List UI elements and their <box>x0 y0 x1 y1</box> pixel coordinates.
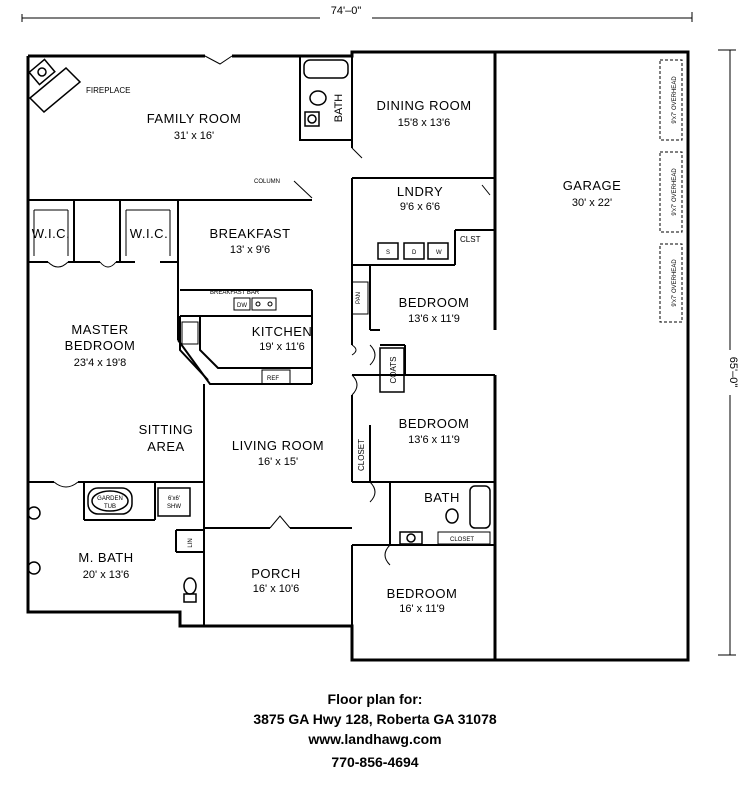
living-room-dim: 16' x 15' <box>258 456 298 468</box>
dw-label: DW <box>237 303 247 309</box>
garage-dim: 30' x 22' <box>572 197 612 209</box>
bathtub-icon <box>303 59 349 127</box>
kitchen-dim: 19' x 11'6 <box>259 341 305 353</box>
dining-title: DINING ROOM <box>376 98 471 113</box>
washer-label-d: D <box>412 250 417 256</box>
overall-depth-label: 65'–0" <box>727 357 739 388</box>
caption-line-1: Floor plan for: <box>327 691 423 707</box>
door-swings <box>47 55 491 566</box>
laundry-dim: 9'6 x 6'6 <box>400 201 440 213</box>
living-room-title: LIVING ROOM <box>232 438 324 453</box>
walls <box>26 50 690 662</box>
bath-2-title: BATH <box>424 490 460 505</box>
bath-2-fixtures <box>399 485 491 545</box>
master-bath-title: M. BATH <box>78 550 133 565</box>
wic-shelves <box>33 209 171 256</box>
bath-top-label: BATH <box>333 94 345 123</box>
breakfast-bar-label: BREAKFAST BAR <box>210 290 260 296</box>
wic-1-label: W.I.C. <box>32 226 70 241</box>
kitchen-title: KITCHEN <box>252 324 313 339</box>
sitting-title-1: SITTING <box>139 422 194 437</box>
pan-label: PAN <box>356 292 362 304</box>
bedroom-2-dim: 13'6 x 11'9 <box>408 434 460 446</box>
lin-label: LIN <box>188 538 194 547</box>
overall-width-label: 74'–0" <box>331 5 362 17</box>
caption-line-3: www.landhawg.com <box>308 731 442 747</box>
bedroom-3-dim: 16' x 11'9 <box>399 603 445 615</box>
closet-2-box <box>437 531 491 545</box>
bedroom-3-title: BEDROOM <box>387 586 458 601</box>
bedroom-1-dim: 13'6 x 11'9 <box>408 313 460 325</box>
master-title-2: BEDROOM <box>65 338 136 353</box>
closet-label: CLOSET <box>357 439 366 471</box>
porch-title: PORCH <box>251 566 300 581</box>
bedroom-2-title: BEDROOM <box>399 416 470 431</box>
caption-line-4: 770-856-4694 <box>331 754 419 770</box>
clst-label: CLST <box>460 235 481 244</box>
garage-doors <box>659 59 683 323</box>
column-label: COLUMN <box>254 179 280 185</box>
fireplace-label: FIREPLACE <box>86 86 130 95</box>
width-dimension-line <box>21 12 693 22</box>
shower-line2: SHW <box>167 504 181 510</box>
sitting-title-2: AREA <box>147 439 184 454</box>
shower-line1: 6'x6' <box>168 496 180 502</box>
master-bath-dim: 20' x 13'6 <box>83 569 129 581</box>
column-leader <box>293 180 313 199</box>
garden-tub-line1: GARDEN <box>97 496 123 502</box>
family-room-title: FAMILY ROOM <box>147 111 242 126</box>
porch-dim: 16' x 10'6 <box>253 583 299 595</box>
coats-closet <box>379 347 405 393</box>
breakfast-title: BREAKFAST <box>209 226 290 241</box>
laundry-title: LNDRY <box>397 184 443 199</box>
floor-plan: 74'–0" 65'–0" <box>21 5 739 662</box>
wic-2-label: W.I.C. <box>130 226 168 241</box>
washer-label-w: W <box>436 250 442 256</box>
fireplace-icon <box>28 58 82 114</box>
garage-title: GARAGE <box>563 178 622 193</box>
caption-line-2: 3875 GA Hwy 128, Roberta GA 31078 <box>253 711 497 727</box>
kitchen-appliances <box>181 297 291 385</box>
pantry-box <box>351 281 369 315</box>
master-dim: 23'4 x 19'8 <box>74 357 127 369</box>
master-title-1: MASTER <box>71 322 128 337</box>
bedroom-1-title: BEDROOM <box>399 295 470 310</box>
garage-door-1: 9'x7' OVERHEAD <box>672 76 678 124</box>
garage-door-2: 9'x7' OVERHEAD <box>672 168 678 216</box>
master-bath-fixtures <box>27 487 197 603</box>
family-room-dim: 31' x 16' <box>174 130 214 142</box>
breakfast-dim: 13' x 9'6 <box>230 244 270 256</box>
closet-2-label: CLOSET <box>450 537 474 543</box>
garage-door-3: 9'x7' OVERHEAD <box>672 259 678 307</box>
washer-label-s: S <box>386 250 390 256</box>
ref-label: REF <box>267 376 279 382</box>
depth-dimension-line <box>718 49 736 656</box>
coats-label: COATS <box>389 357 398 384</box>
garden-tub-line2: TUB <box>104 504 116 510</box>
washer-dryer-icons <box>377 242 449 260</box>
dining-dim: 15'8 x 13'6 <box>398 117 451 129</box>
